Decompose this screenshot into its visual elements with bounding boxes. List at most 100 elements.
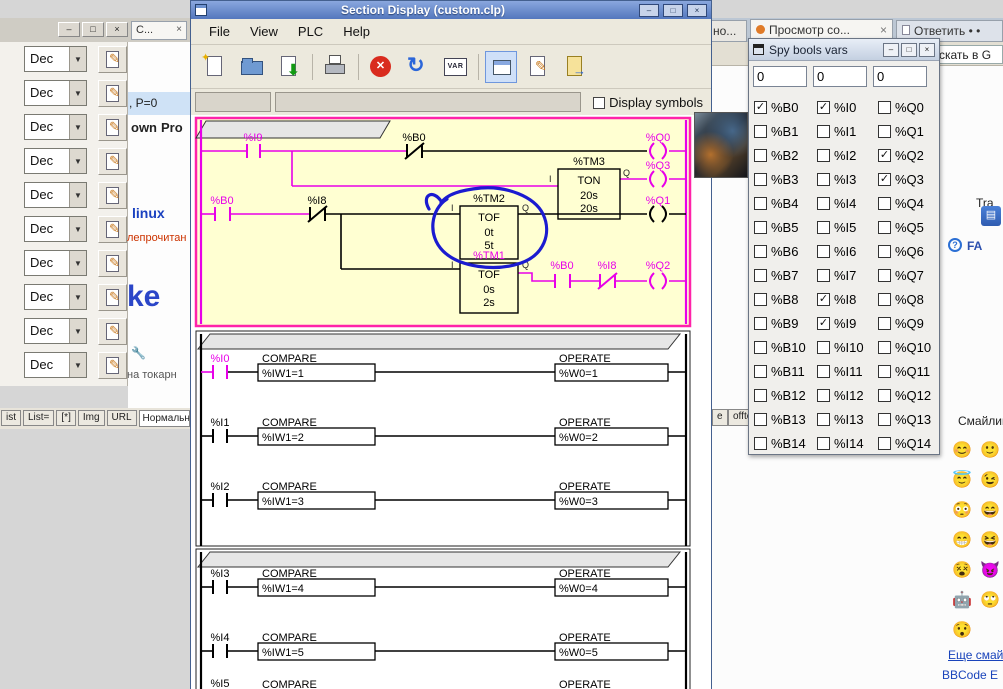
spy-var-b11[interactable]: %B11: [754, 364, 817, 379]
contact-i1[interactable]: %I1: [211, 417, 230, 443]
checkbox[interactable]: [817, 388, 830, 402]
checkbox[interactable]: ✓: [878, 148, 891, 162]
spy-var-i8[interactable]: ✓%I8: [817, 292, 878, 307]
editor-button-[interactable]: [*]: [56, 410, 76, 426]
smiley-icon[interactable]: 😄: [980, 502, 1000, 519]
edit-button[interactable]: ✎: [98, 352, 127, 379]
save-button[interactable]: ⬇: [273, 51, 305, 83]
checkbox[interactable]: [754, 436, 767, 450]
spy-var-i12[interactable]: %I12: [817, 388, 878, 403]
edit-button[interactable]: ✎: [98, 46, 127, 73]
edit-button[interactable]: ✎: [98, 250, 127, 277]
smiley-icon[interactable]: 😆: [980, 532, 1000, 549]
ladder-section-3[interactable]: %I3 COMPARE %IW1=4 OPERATE %W0=4 %I: [195, 548, 691, 689]
checkbox[interactable]: ✓: [817, 100, 830, 114]
smiley-icon[interactable]: 😵: [952, 562, 972, 579]
open-button[interactable]: [236, 51, 268, 83]
format-select[interactable]: Dec▼: [24, 46, 87, 72]
spy-var-q0[interactable]: %Q0: [878, 100, 938, 115]
edit-mode-button[interactable]: ✎: [522, 51, 554, 83]
editor-button-ist[interactable]: ist: [1, 410, 21, 426]
checkbox[interactable]: [817, 124, 830, 138]
spy-var-q7[interactable]: %Q7: [878, 268, 938, 283]
spy-titlebar[interactable]: Spy bools vars – □ ×: [749, 39, 939, 61]
variables-button[interactable]: VAR: [439, 51, 471, 83]
spy-var-q9[interactable]: %Q9: [878, 316, 938, 331]
format-select[interactable]: Dec▼: [24, 114, 87, 140]
operate-block-4[interactable]: OPERATE %W0=4: [554, 568, 669, 597]
smiley-icon[interactable]: 😈: [980, 562, 1000, 579]
spy-var-q13[interactable]: %Q13: [878, 412, 938, 427]
minimize-button[interactable]: –: [883, 42, 899, 57]
editor-button-img[interactable]: Img: [77, 410, 105, 426]
chevron-down-icon[interactable]: ▼: [69, 319, 86, 343]
menu-view[interactable]: View: [249, 24, 278, 39]
format-select[interactable]: Dec▼: [24, 216, 87, 242]
background-tab[interactable]: C...×: [131, 21, 187, 40]
coil-q2[interactable]: %Q2: [646, 260, 670, 290]
checkbox[interactable]: [878, 268, 891, 282]
smiley-icon[interactable]: 😯: [952, 622, 972, 639]
checkbox[interactable]: [878, 388, 891, 402]
checkbox[interactable]: [754, 148, 767, 162]
checkbox[interactable]: [817, 220, 830, 234]
checkbox[interactable]: [817, 148, 830, 162]
compare-block-5[interactable]: COMPARE %IW1=5: [257, 632, 376, 661]
checkbox[interactable]: [817, 436, 830, 450]
chevron-down-icon[interactable]: ▼: [69, 47, 86, 71]
chevron-down-icon[interactable]: ▼: [69, 183, 86, 207]
checkbox[interactable]: [754, 124, 767, 138]
timer-tm3[interactable]: %TM3 I Q TON 20s 20s: [549, 156, 630, 220]
spy-var-q2[interactable]: ✓%Q2: [878, 148, 938, 163]
compare-block-4[interactable]: COMPARE %IW1=4: [257, 568, 376, 597]
new-button[interactable]: ✦: [199, 51, 231, 83]
checkbox[interactable]: [878, 340, 891, 354]
spy-var-q5[interactable]: %Q5: [878, 220, 938, 235]
rung-header[interactable]: [196, 551, 682, 568]
smiley-icon[interactable]: 😊: [952, 442, 972, 459]
coil-q1[interactable]: %Q1: [646, 195, 670, 223]
smiley-icon[interactable]: 🤖: [952, 592, 972, 609]
fragment-linux[interactable]: linux: [132, 205, 165, 221]
checkbox[interactable]: [878, 292, 891, 306]
spy-var-i1[interactable]: %I1: [817, 124, 878, 139]
transfer-button[interactable]: →: [559, 51, 591, 83]
checkbox[interactable]: [878, 100, 891, 114]
rung-6-partial[interactable]: %I5 COMPARE OPERATE: [211, 678, 611, 689]
refresh-button[interactable]: ↻: [402, 51, 434, 83]
editor-button-list[interactable]: List=: [23, 410, 55, 426]
checkbox[interactable]: [754, 268, 767, 282]
close-button[interactable]: ×: [687, 3, 707, 17]
checkbox[interactable]: [878, 436, 891, 450]
font-size-select[interactable]: Нормальн: [138, 410, 190, 427]
spy-var-b10[interactable]: %B10: [754, 340, 817, 355]
chevron-down-icon[interactable]: ▼: [69, 149, 86, 173]
edit-button[interactable]: ✎: [98, 148, 127, 175]
compare-block-3[interactable]: COMPARE %IW1=3: [257, 481, 376, 510]
compare-block-1[interactable]: COMPARE %IW1=1: [257, 353, 376, 382]
rung-header[interactable]: [196, 333, 682, 350]
section-field-1[interactable]: [195, 92, 271, 112]
close-button[interactable]: ×: [106, 22, 128, 37]
edit-button[interactable]: ✎: [98, 284, 127, 311]
more-smileys-link[interactable]: Еще смай: [948, 648, 1003, 662]
spy-var-i4[interactable]: %I4: [817, 196, 878, 211]
spy-var-b12[interactable]: %B12: [754, 388, 817, 403]
spy-var-q10[interactable]: %Q10: [878, 340, 938, 355]
spy-var-b9[interactable]: %B9: [754, 316, 817, 331]
spy-var-b13[interactable]: %B13: [754, 412, 817, 427]
maximize-button[interactable]: □: [901, 42, 917, 57]
checkbox[interactable]: [817, 244, 830, 258]
checkbox[interactable]: [754, 292, 767, 306]
browser-tab-active[interactable]: Просмотр со... ×: [750, 19, 893, 42]
compare-block-2[interactable]: COMPARE %IW1=2: [257, 417, 376, 446]
spy-var-q3[interactable]: ✓%Q3: [878, 172, 938, 187]
checkbox[interactable]: [878, 220, 891, 234]
format-select[interactable]: Dec▼: [24, 148, 87, 174]
smiley-icon[interactable]: 🙂: [980, 442, 1000, 459]
edit-button[interactable]: ✎: [98, 182, 127, 209]
smiley-icon[interactable]: 😁: [952, 532, 972, 549]
checkbox[interactable]: [817, 364, 830, 378]
menu-plc[interactable]: PLC: [297, 24, 324, 39]
checkbox[interactable]: [754, 244, 767, 258]
